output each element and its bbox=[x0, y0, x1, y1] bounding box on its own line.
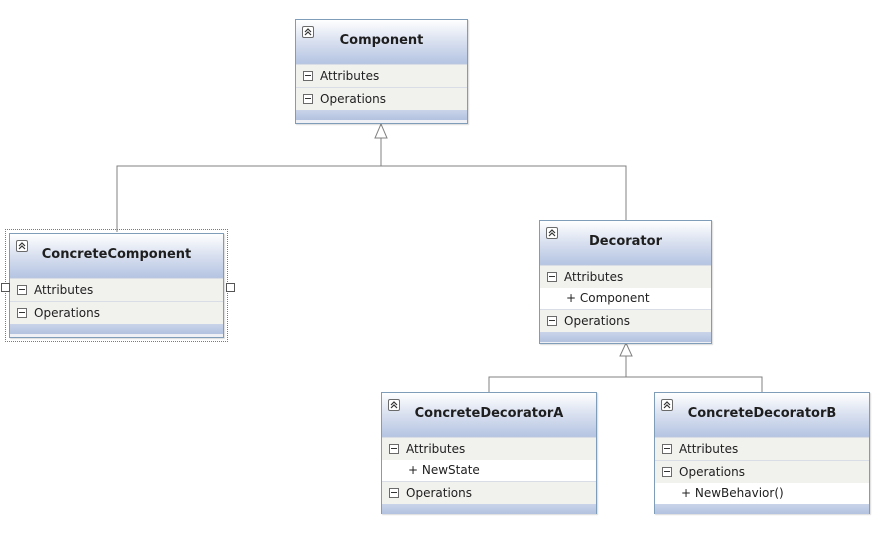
attributes-compartment[interactable]: Attributes bbox=[10, 278, 223, 301]
class-footer bbox=[382, 504, 596, 514]
collapse-minus-icon[interactable] bbox=[303, 71, 313, 81]
collapse-minus-icon[interactable] bbox=[389, 444, 399, 454]
collapse-minus-icon[interactable] bbox=[547, 272, 557, 282]
resize-handle-left[interactable] bbox=[1, 283, 10, 292]
class-footer bbox=[296, 110, 467, 120]
collapse-minus-icon[interactable] bbox=[662, 444, 672, 454]
collapse-minus-icon[interactable] bbox=[547, 316, 557, 326]
class-component[interactable]: Component Attributes Operations bbox=[295, 19, 468, 124]
class-header[interactable]: Decorator bbox=[540, 221, 711, 265]
operations-compartment[interactable]: Operations bbox=[296, 87, 467, 110]
class-header[interactable]: ConcreteDecoratorB bbox=[655, 393, 869, 437]
compartment-label: Attributes bbox=[564, 270, 624, 284]
class-header[interactable]: ConcreteComponent bbox=[10, 234, 223, 278]
collapse-icon[interactable] bbox=[16, 240, 28, 252]
operations-compartment[interactable]: Operations bbox=[655, 460, 869, 483]
operation-member[interactable]: + NewBehavior() bbox=[655, 483, 869, 504]
class-concrete-component[interactable]: ConcreteComponent Attributes Operations bbox=[5, 229, 228, 342]
connector-concretecomponent-to-component bbox=[116, 138, 382, 232]
compartment-label: Operations bbox=[34, 306, 100, 320]
compartment-label: Operations bbox=[320, 92, 386, 106]
collapse-icon[interactable] bbox=[661, 399, 673, 411]
connector-concretedecoratorb-to-decorator bbox=[626, 376, 763, 392]
class-footer bbox=[10, 324, 223, 334]
operations-compartment[interactable]: Operations bbox=[10, 301, 223, 324]
resize-handle-right[interactable] bbox=[226, 283, 235, 292]
class-name: Component bbox=[339, 33, 424, 48]
class-header[interactable]: ConcreteDecoratorA bbox=[382, 393, 596, 437]
class-header[interactable]: Component bbox=[296, 20, 467, 64]
attributes-compartment[interactable]: Attributes bbox=[296, 64, 467, 87]
class-name: ConcreteDecoratorB bbox=[687, 406, 837, 421]
compartment-label: Operations bbox=[679, 465, 745, 479]
operations-compartment[interactable]: Operations bbox=[540, 309, 711, 332]
attributes-compartment[interactable]: Attributes bbox=[382, 437, 596, 460]
compartment-label: Attributes bbox=[406, 442, 466, 456]
compartment-label: Operations bbox=[406, 486, 472, 500]
attributes-compartment[interactable]: Attributes bbox=[655, 437, 869, 460]
generalization-arrowhead-component bbox=[374, 122, 388, 139]
connector-concretedecoratora-to-decorator bbox=[488, 356, 627, 392]
class-concrete-decorator-a[interactable]: ConcreteDecoratorA Attributes + NewState… bbox=[381, 392, 597, 514]
collapse-minus-icon[interactable] bbox=[389, 488, 399, 498]
class-name: ConcreteDecoratorA bbox=[414, 406, 564, 421]
collapse-icon[interactable] bbox=[546, 227, 558, 239]
class-footer bbox=[655, 504, 869, 514]
class-name: ConcreteComponent bbox=[41, 247, 192, 262]
class-concrete-decorator-b[interactable]: ConcreteDecoratorB Attributes Operations… bbox=[654, 392, 870, 514]
collapse-icon[interactable] bbox=[388, 399, 400, 411]
class-name: Decorator bbox=[589, 234, 662, 249]
compartment-label: Attributes bbox=[679, 442, 739, 456]
connector-decorator-to-component bbox=[381, 165, 627, 220]
compartment-label: Attributes bbox=[34, 283, 94, 297]
collapse-minus-icon[interactable] bbox=[17, 308, 27, 318]
class-decorator[interactable]: Decorator Attributes + Component Operati… bbox=[539, 220, 712, 344]
operations-compartment[interactable]: Operations bbox=[382, 481, 596, 504]
class-footer bbox=[540, 332, 711, 342]
generalization-arrowhead-decorator bbox=[619, 341, 633, 357]
collapse-minus-icon[interactable] bbox=[17, 285, 27, 295]
attributes-compartment[interactable]: Attributes bbox=[540, 265, 711, 288]
collapse-minus-icon[interactable] bbox=[662, 467, 672, 477]
collapse-icon[interactable] bbox=[302, 26, 314, 38]
compartment-label: Attributes bbox=[320, 69, 380, 83]
attribute-member[interactable]: + Component bbox=[540, 288, 711, 309]
attribute-member[interactable]: + NewState bbox=[382, 460, 596, 481]
compartment-label: Operations bbox=[564, 314, 630, 328]
collapse-minus-icon[interactable] bbox=[303, 94, 313, 104]
